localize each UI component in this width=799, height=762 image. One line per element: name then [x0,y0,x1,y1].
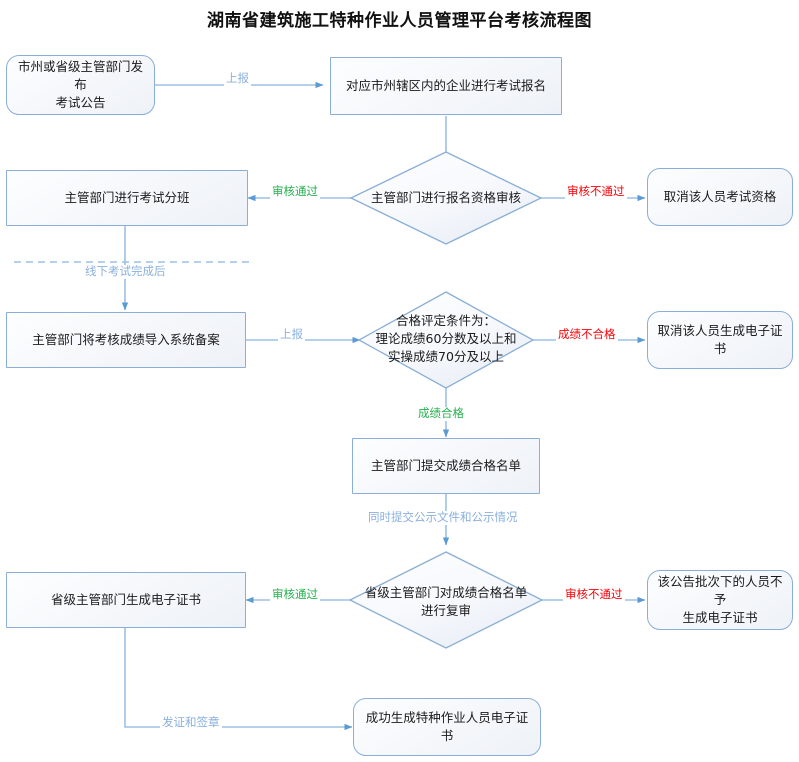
node-publish-notice-text: 市州或省级主管部门发布 考试公告 [17,58,143,111]
node-cancel-exam-qualification-text: 取消该人员考试资格 [663,188,777,204]
edge-label-offline-done: 线下考试完成后 [83,264,168,279]
node-province-gen-cert[interactable]: 省级主管部门生成电子证书 [6,572,246,628]
node-cancel-cert[interactable]: 取消该人员生成电子证书 [647,311,793,369]
decision-pass-criteria [357,291,535,389]
node-cert-success-text: 成功生成特种作业人员电子证书 [365,709,529,743]
node-enterprise-signup[interactable]: 对应市州辖区内的企业进行考试报名 [330,57,562,115]
node-exam-class[interactable]: 主管部门进行考试分班 [6,170,248,226]
edge-label-report-1: 上报 [224,71,251,86]
node-submit-pass-list[interactable]: 主管部门提交成绩合格名单 [352,438,540,494]
node-import-scores-text: 主管部门将考核成绩导入系统备案 [32,331,220,347]
node-exam-class-text: 主管部门进行考试分班 [64,189,190,205]
node-import-scores[interactable]: 主管部门将考核成绩导入系统备案 [6,312,246,368]
edge-label-score-pass: 成绩合格 [416,406,466,421]
decision-province-recheck [348,551,544,649]
node-cancel-exam-qualification[interactable]: 取消该人员考试资格 [647,168,793,226]
edge-label-review-fail-2: 审核不通过 [563,587,625,602]
edge-label-review-pass-2: 审核通过 [270,587,320,602]
page-title: 湖南省建筑施工特种作业人员管理平台考核流程图 [207,11,592,31]
edge-label-review-pass-1: 审核通过 [270,184,320,199]
node-cert-success[interactable]: 成功生成特种作业人员电子证书 [353,698,541,756]
edge-label-score-fail: 成绩不合格 [556,327,618,342]
node-publish-notice[interactable]: 市州或省级主管部门发布 考试公告 [6,55,155,115]
node-no-cert-batch[interactable]: 该公告批次下的人员不予 生成电子证书 [647,570,793,630]
node-cancel-cert-text: 取消该人员生成电子证书 [657,322,783,356]
edge-label-submit-publicity: 同时提交公示文件和公示情况 [366,510,520,525]
decision-qualify-review [349,151,543,245]
node-province-gen-cert-text: 省级主管部门生成电子证书 [50,591,201,607]
edge-label-issue-seal: 发证和签章 [160,715,222,730]
node-no-cert-batch-text: 该公告批次下的人员不予 生成电子证书 [657,573,783,626]
edge-label-review-fail-1: 审核不通过 [565,184,627,199]
edge-label-report-2: 上报 [278,327,305,342]
node-enterprise-signup-text: 对应市州辖区内的企业进行考试报名 [345,77,546,93]
node-submit-pass-list-text: 主管部门提交成绩合格名单 [370,457,521,473]
